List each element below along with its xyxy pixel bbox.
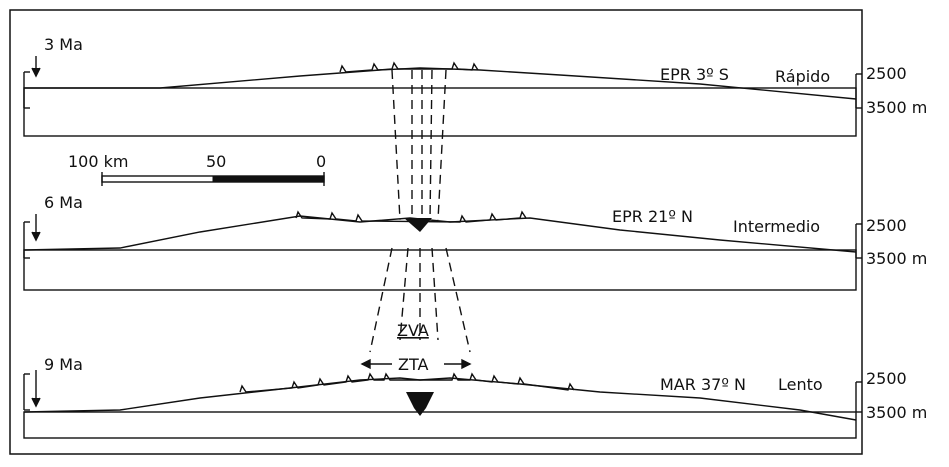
panel-fast-rate: Rápido — [775, 67, 830, 86]
axial-zone-connectors-lower — [369, 247, 471, 353]
zta-arrow — [360, 358, 472, 370]
scale-bar — [101, 172, 325, 186]
panel-intermediate-age: 6 Ma — [44, 193, 83, 212]
panel-intermediate-magma-lens — [404, 218, 432, 232]
axial-zone-connectors-upper — [391, 69, 447, 221]
panel-fast-faults — [339, 61, 479, 73]
panel-fast-age: 3 Ma — [44, 35, 83, 54]
panel-fast — [23, 56, 862, 137]
scale-bar-label-50: 50 — [206, 152, 226, 171]
panel-slow-rate: Lento — [778, 375, 823, 394]
panel-slow-age: 9 Ma — [44, 355, 83, 374]
panel-intermediate-depth-bottom: 3500 m — [866, 249, 927, 268]
panel-slow-depth-bottom: 3500 m — [866, 403, 927, 422]
scale-bar-label-100: 100 km — [68, 152, 128, 171]
panel-slow-depth-top: 2500 — [866, 369, 907, 388]
panel-fast-ridge: EPR 3º S — [660, 65, 729, 84]
figure-frame — [9, 9, 863, 455]
panel-fast-profile — [24, 67, 857, 100]
zta-label: ZTA — [398, 355, 428, 374]
panel-fast-depth-bottom: 3500 m — [866, 98, 927, 117]
panel-fast-box — [23, 87, 857, 137]
panel-intermediate-depth-top: 2500 — [866, 216, 907, 235]
panel-intermediate-box — [23, 249, 857, 291]
panel-slow-box — [23, 411, 857, 439]
panel-slow-ridge: MAR 37º N — [660, 375, 746, 394]
panel-fast-depth-top: 2500 — [866, 64, 907, 83]
panel-slow — [23, 370, 862, 439]
panel-slow-magma-lens — [406, 392, 434, 416]
scale-bar-label-0: 0 — [316, 152, 326, 171]
panel-intermediate-rate: Intermedio — [733, 217, 820, 236]
panel-slow-faults — [239, 372, 575, 393]
zva-label: ZVA — [397, 321, 429, 340]
panel-intermediate-ridge: EPR 21º N — [612, 207, 693, 226]
